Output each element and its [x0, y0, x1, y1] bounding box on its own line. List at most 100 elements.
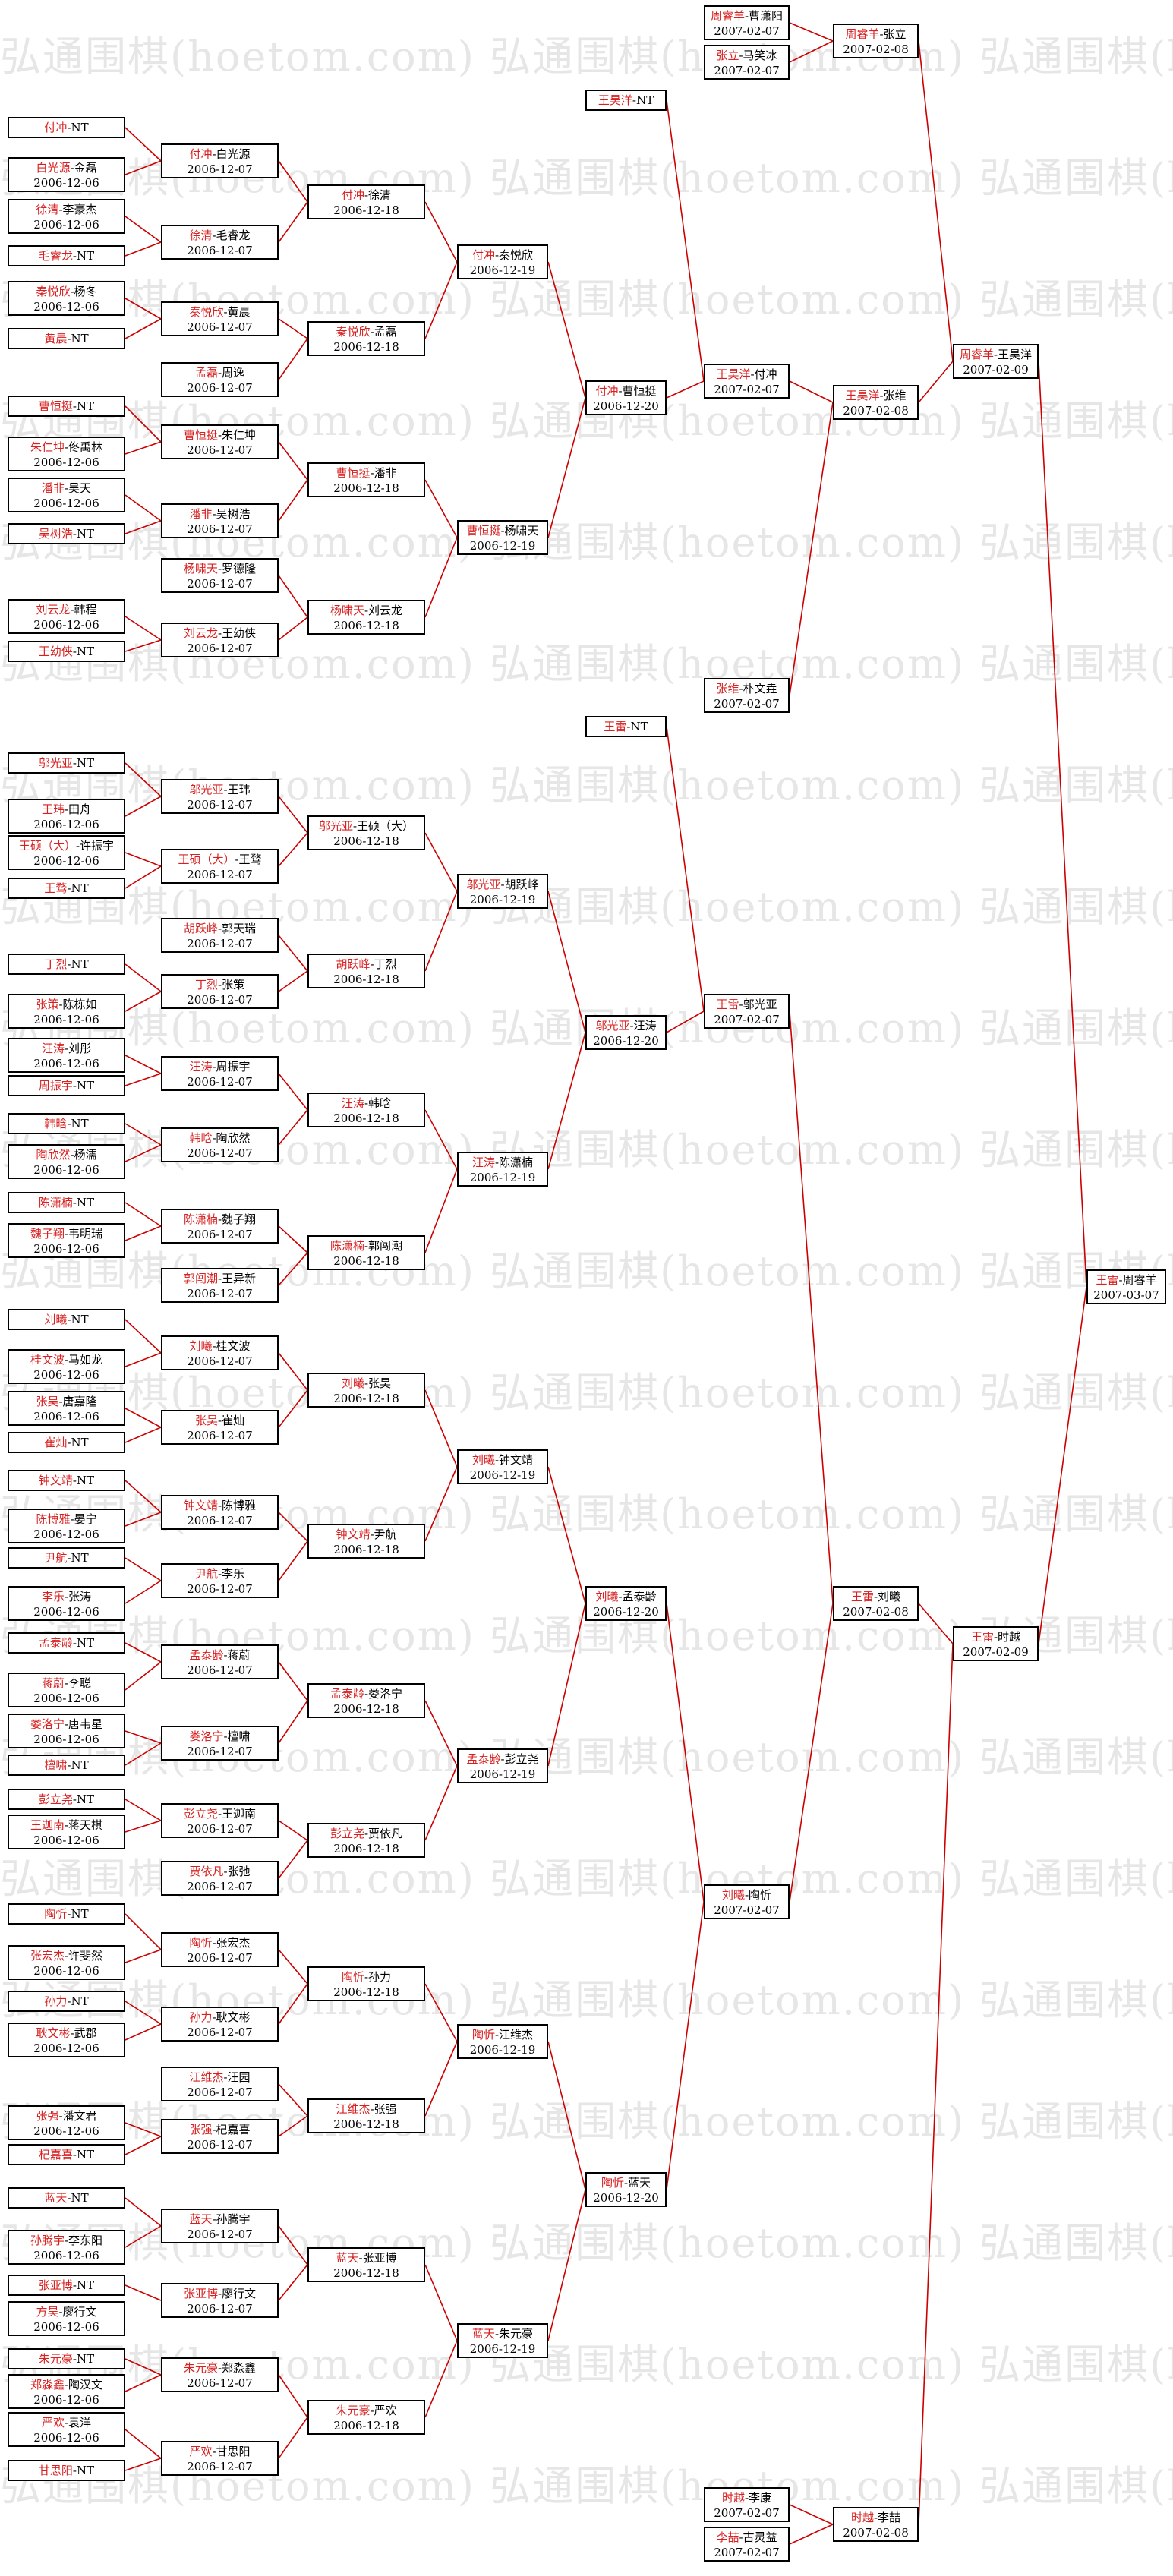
separator: - — [212, 2010, 216, 2024]
loser-name: 杨冬 — [74, 285, 97, 298]
winner-name: 张亚博 — [183, 2287, 218, 2300]
loser-name: 时越 — [998, 1630, 1021, 1644]
match-date: 2006-12-18 — [333, 1842, 399, 1856]
match-date: 2007-02-07 — [714, 2506, 780, 2520]
match-date: 2006-12-07 — [187, 2228, 253, 2241]
match-date: 2006-12-18 — [333, 973, 399, 986]
winner-name: 贾依凡 — [189, 1865, 224, 1878]
winner-name: 杨啸天 — [183, 562, 218, 575]
separator: - — [64, 440, 69, 454]
match-date: 2006-12-07 — [187, 798, 253, 812]
match-date: 2006-12-18 — [333, 203, 399, 217]
match-date: 2007-02-08 — [843, 404, 909, 418]
winner-name: 孙力 — [44, 1994, 68, 2008]
round-1-match: 黄晨-NT — [8, 328, 125, 349]
match-date: 2006-12-06 — [33, 1163, 99, 1177]
winner-name: 徐清 — [36, 203, 59, 216]
loser-name: 朱仁坤 — [222, 428, 257, 442]
loser-name: 武郡 — [74, 2026, 97, 2040]
winner-name: 汪涛 — [41, 1042, 65, 1055]
separator: - — [212, 2445, 216, 2458]
winner-name: 朱元豪 — [38, 2352, 73, 2366]
round-1-match: 曹恒挺-NT — [8, 396, 125, 417]
separator: - — [67, 332, 71, 345]
connector-line — [666, 380, 705, 399]
winner-name: 陶忻 — [471, 2028, 495, 2042]
round-1-match: 蓝天-NT — [8, 2187, 125, 2209]
match-date: 2006-12-07 — [187, 1951, 253, 1965]
connector-line — [278, 338, 308, 380]
loser-name: 周振宇 — [216, 1060, 251, 1074]
round-1-match: 孙力-NT — [8, 1991, 125, 2012]
match-date: 2006-12-06 — [33, 2431, 99, 2445]
connector-line — [125, 520, 162, 534]
connector-line — [125, 963, 162, 992]
winner-name: 王昊洋 — [845, 389, 880, 402]
winner-name: 陶忻 — [601, 2176, 624, 2190]
loser-name: 孟泰龄 — [622, 1590, 657, 1603]
connector-line — [278, 935, 308, 972]
winner-name: 潘非 — [41, 481, 65, 495]
separator: - — [64, 1227, 69, 1241]
separator: - — [72, 1474, 77, 1487]
separator: - — [72, 2352, 77, 2366]
match-date: 2006-12-06 — [33, 1605, 99, 1619]
match-date: 2006-12-18 — [333, 481, 399, 495]
match-date: 2006-12-07 — [187, 993, 253, 1007]
match-date: 2006-12-07 — [187, 162, 253, 176]
match-date: 2006-12-18 — [333, 1543, 399, 1556]
round-1-match: 钟文靖-NT — [8, 1470, 125, 1491]
connector-line — [125, 127, 162, 162]
separator: - — [879, 389, 884, 402]
separator: - — [223, 2070, 228, 2084]
round-1-match: 刘曦-NT — [8, 1309, 125, 1330]
loser-name: 耿文彬 — [216, 2010, 251, 2024]
winner-name: 崔灿 — [44, 1436, 68, 1449]
separator: - — [223, 1648, 228, 1662]
loser-name: 陶忻 — [749, 1888, 772, 1902]
connector-line — [666, 726, 705, 1012]
connector-line — [278, 2115, 308, 2137]
match-date: 2007-02-07 — [714, 1013, 780, 1026]
connector-line — [125, 2458, 162, 2471]
round-1-match: 张亚博-NT — [8, 2275, 125, 2296]
separator: - — [235, 853, 239, 866]
separator: - — [618, 1590, 623, 1603]
separator: - — [58, 1395, 63, 1408]
separator: - — [500, 524, 505, 538]
winner-name: 李喆 — [716, 2530, 739, 2544]
winner-name: 杨啸天 — [330, 604, 364, 617]
separator: - — [217, 626, 222, 640]
connector-line — [1038, 1286, 1087, 1644]
separator: - — [70, 285, 74, 298]
winner-name: 秦悦欣 — [189, 305, 224, 319]
match-date: 2006-12-07 — [187, 1663, 253, 1677]
winner-name: 王雷 — [850, 1590, 874, 1603]
loser-name: 晏宁 — [74, 1512, 97, 1526]
separator: - — [217, 1272, 222, 1285]
separator: - — [364, 188, 369, 202]
separator: - — [70, 1512, 74, 1526]
loser-name: 孟磊 — [374, 325, 397, 339]
winner-name: 刘曦 — [44, 1313, 68, 1326]
match-date: 2007-02-09 — [963, 1645, 1029, 1659]
loser-name: 杞嘉喜 — [216, 2123, 251, 2136]
winner-name: 王硕（大） — [178, 853, 235, 866]
match-date: 2006-12-06 — [33, 2249, 99, 2262]
winner-name: 陶忻 — [341, 1970, 364, 1984]
separator: - — [64, 802, 69, 816]
winner-name: 彭立尧 — [38, 1792, 73, 1806]
